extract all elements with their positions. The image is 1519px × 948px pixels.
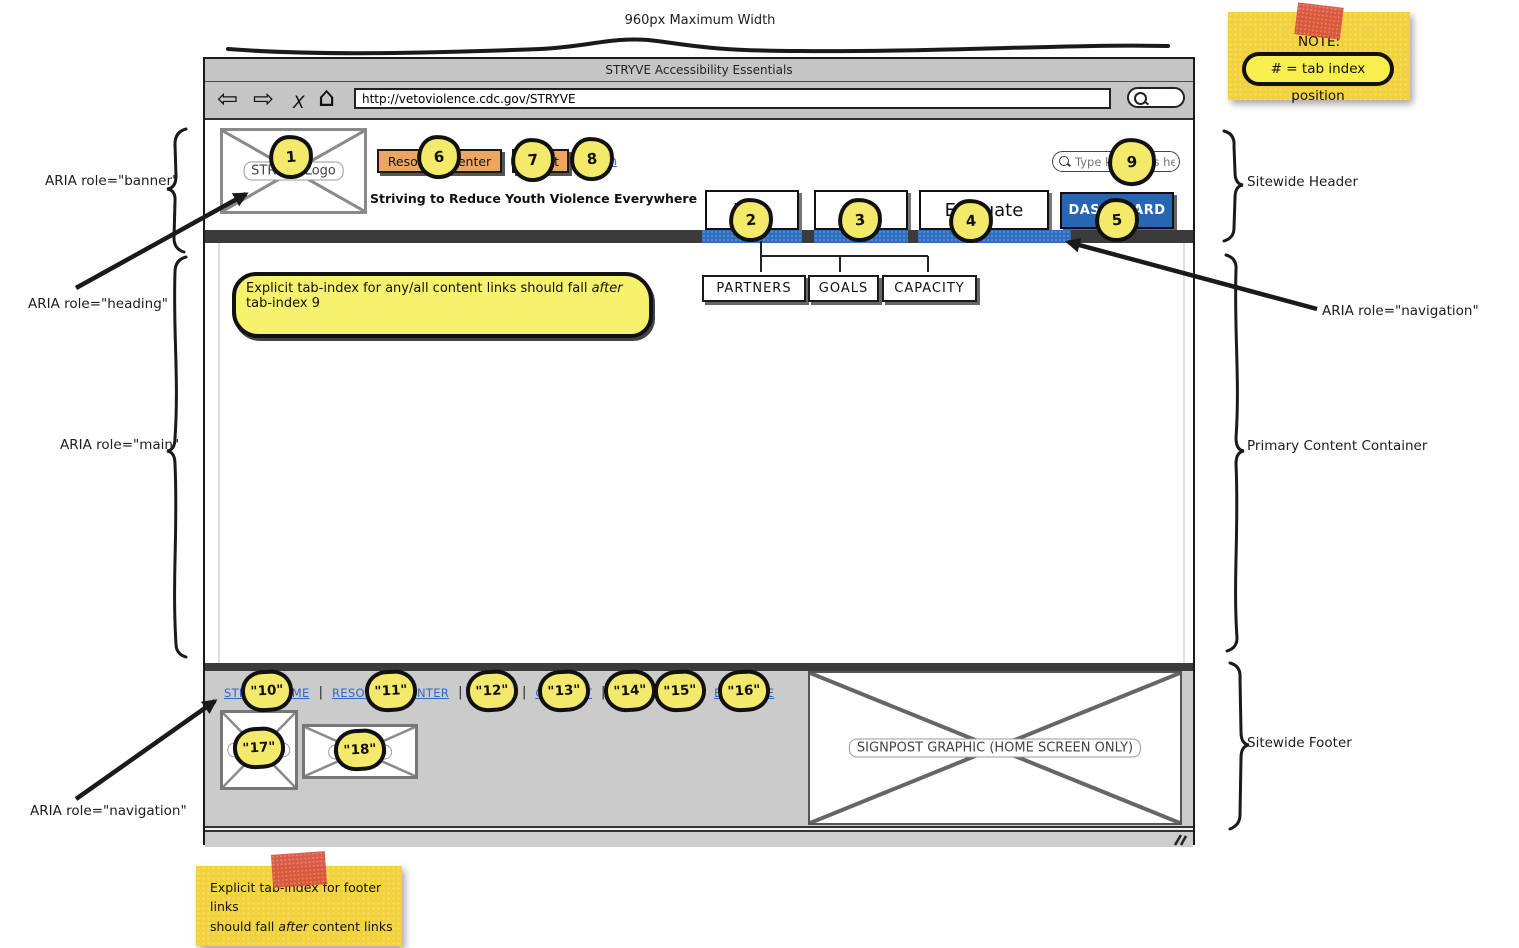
primary-content-label: Primary Content Container xyxy=(1247,438,1428,454)
max-width-brace xyxy=(226,37,1170,56)
primary-content-container: Explicit tab-index for any/all content l… xyxy=(205,243,1193,663)
footer-link-act[interactable]: ACT"15" xyxy=(652,668,707,713)
tab-index-circle-6: 6 xyxy=(415,133,463,181)
sitewide-header-brace xyxy=(1222,129,1244,243)
tab-index-circle-16: "16" xyxy=(717,668,772,713)
cdc-logo[interactable]: CDC Logo "18" xyxy=(302,724,418,779)
tab-index-circle-10: "10" xyxy=(239,668,294,713)
banner-brace xyxy=(166,127,188,254)
back-icon[interactable]: ⇦ xyxy=(217,84,238,113)
aria-banner-label: ARIA role="banner" xyxy=(45,173,179,189)
footer-link-about[interactable]: ABOUT"12" xyxy=(465,668,520,713)
main-brace xyxy=(166,255,188,659)
tab-index-circle-9: 9 xyxy=(1105,135,1159,189)
footer-link-contact[interactable]: CONTACT"13" xyxy=(535,668,592,713)
search-icon xyxy=(1134,92,1147,105)
home-icon[interactable]: ⌂ xyxy=(318,82,336,113)
sitewide-header-label: Sitewide Header xyxy=(1247,174,1359,190)
subnav-goals[interactable]: GOALS xyxy=(808,275,879,302)
tab-index-circle-13: "13" xyxy=(536,668,591,713)
tab-index-circle-8: 8 xyxy=(568,135,616,183)
content-left-edge xyxy=(218,243,220,663)
browser-toolbar: ⇦ ⇨ X ⌂ xyxy=(205,82,1193,120)
subnav-partners[interactable]: PARTNERS xyxy=(702,275,806,302)
footer-separator: | xyxy=(458,685,463,700)
top-sticky-note: NOTE: # = tab index position xyxy=(1228,12,1410,104)
sitewide-header: STRYVE Logo Resource Center About Log In… xyxy=(205,120,1193,245)
tab-index-circle-18: "18" xyxy=(332,727,388,772)
note-line1: Explicit tab-index for footer links xyxy=(210,880,382,915)
note-text: tab-index 9 xyxy=(246,296,320,311)
tab-index-circle-15: "15" xyxy=(652,668,707,713)
tab-index-legend-pill: # = tab index position xyxy=(1242,52,1394,104)
sitewide-footer-label: Sitewide Footer xyxy=(1247,735,1352,751)
status-bar xyxy=(205,830,1193,847)
note-text: Explicit tab-index for any/all content l… xyxy=(246,281,592,296)
tab-index-circle-14: "14" xyxy=(603,668,658,713)
footer-link-stryve-home[interactable]: STRYVE HOME"10" xyxy=(224,668,310,713)
sitewide-footer: STRYVE HOME"10" | RESOURCE CENTER"11" | … xyxy=(205,668,1193,828)
hhs-logo[interactable]: HHS Logo "17" xyxy=(220,710,298,790)
footer-top-bar xyxy=(205,663,1193,671)
footer-nav-arrow xyxy=(74,699,218,801)
aria-navigation-header-label: ARIA role="navigation" xyxy=(1322,303,1479,319)
toolbar-search-button[interactable] xyxy=(1127,87,1185,108)
stop-icon[interactable]: X xyxy=(293,93,305,113)
note-line2: content links xyxy=(308,918,393,934)
footer-link-evaluate[interactable]: EVALUATE"16" xyxy=(714,668,774,713)
search-icon xyxy=(1059,156,1069,166)
browser-window: STRYVE Accessibility Essentials ⇦ ⇨ X ⌂ … xyxy=(203,57,1195,847)
site-tagline: Striving to Reduce Youth Violence Everyw… xyxy=(370,191,698,206)
footer-tabindex-note: Explicit tab-index for footer links shou… xyxy=(210,878,402,936)
tab-index-circle-7: 7 xyxy=(509,136,557,184)
primary-content-brace xyxy=(1224,253,1245,653)
footer-separator: | xyxy=(522,685,527,700)
tab-index-circle-11: "11" xyxy=(363,668,418,713)
max-width-label: 960px Maximum Width xyxy=(624,13,776,28)
evaluate-tab-underline xyxy=(918,230,1071,243)
aria-navigation-footer-label: ARIA role="navigation" xyxy=(30,803,187,819)
footer-link-plan[interactable]: PLAN"14" xyxy=(603,668,658,713)
signpost-graphic: SIGNPOST GRAPHIC (HOME SCREEN ONLY) xyxy=(808,671,1182,825)
content-tabindex-note: Explicit tab-index for any/all content l… xyxy=(232,272,653,338)
forward-icon[interactable]: ⇨ xyxy=(253,84,274,113)
content-right-edge xyxy=(1183,243,1185,663)
signpost-label: SIGNPOST GRAPHIC (HOME SCREEN ONLY) xyxy=(848,738,1142,758)
url-input[interactable] xyxy=(354,88,1111,109)
subnav-capacity[interactable]: CAPACITY xyxy=(882,275,977,302)
note-line2-italic: after xyxy=(278,918,309,934)
tape-bottom xyxy=(270,851,328,888)
footer-link-resource-center[interactable]: RESOURCE CENTER"11" xyxy=(332,668,449,713)
tape-top xyxy=(1294,2,1344,40)
footer-separator: | xyxy=(318,685,323,700)
window-title: STRYVE Accessibility Essentials xyxy=(205,59,1193,82)
bottom-sticky-note: Explicit tab-index for footer links shou… xyxy=(196,866,402,946)
footer-nav: STRYVE HOME"10" | RESOURCE CENTER"11" | … xyxy=(224,668,774,713)
resize-handle[interactable] xyxy=(1171,834,1187,846)
note-text-italic: after xyxy=(591,281,623,296)
aria-main-label: ARIA role="main" xyxy=(60,437,180,453)
note-line2: should fall xyxy=(210,918,279,934)
aria-heading-label: ARIA role="heading" xyxy=(28,296,169,312)
tab-index-circle-12: "12" xyxy=(465,668,520,713)
